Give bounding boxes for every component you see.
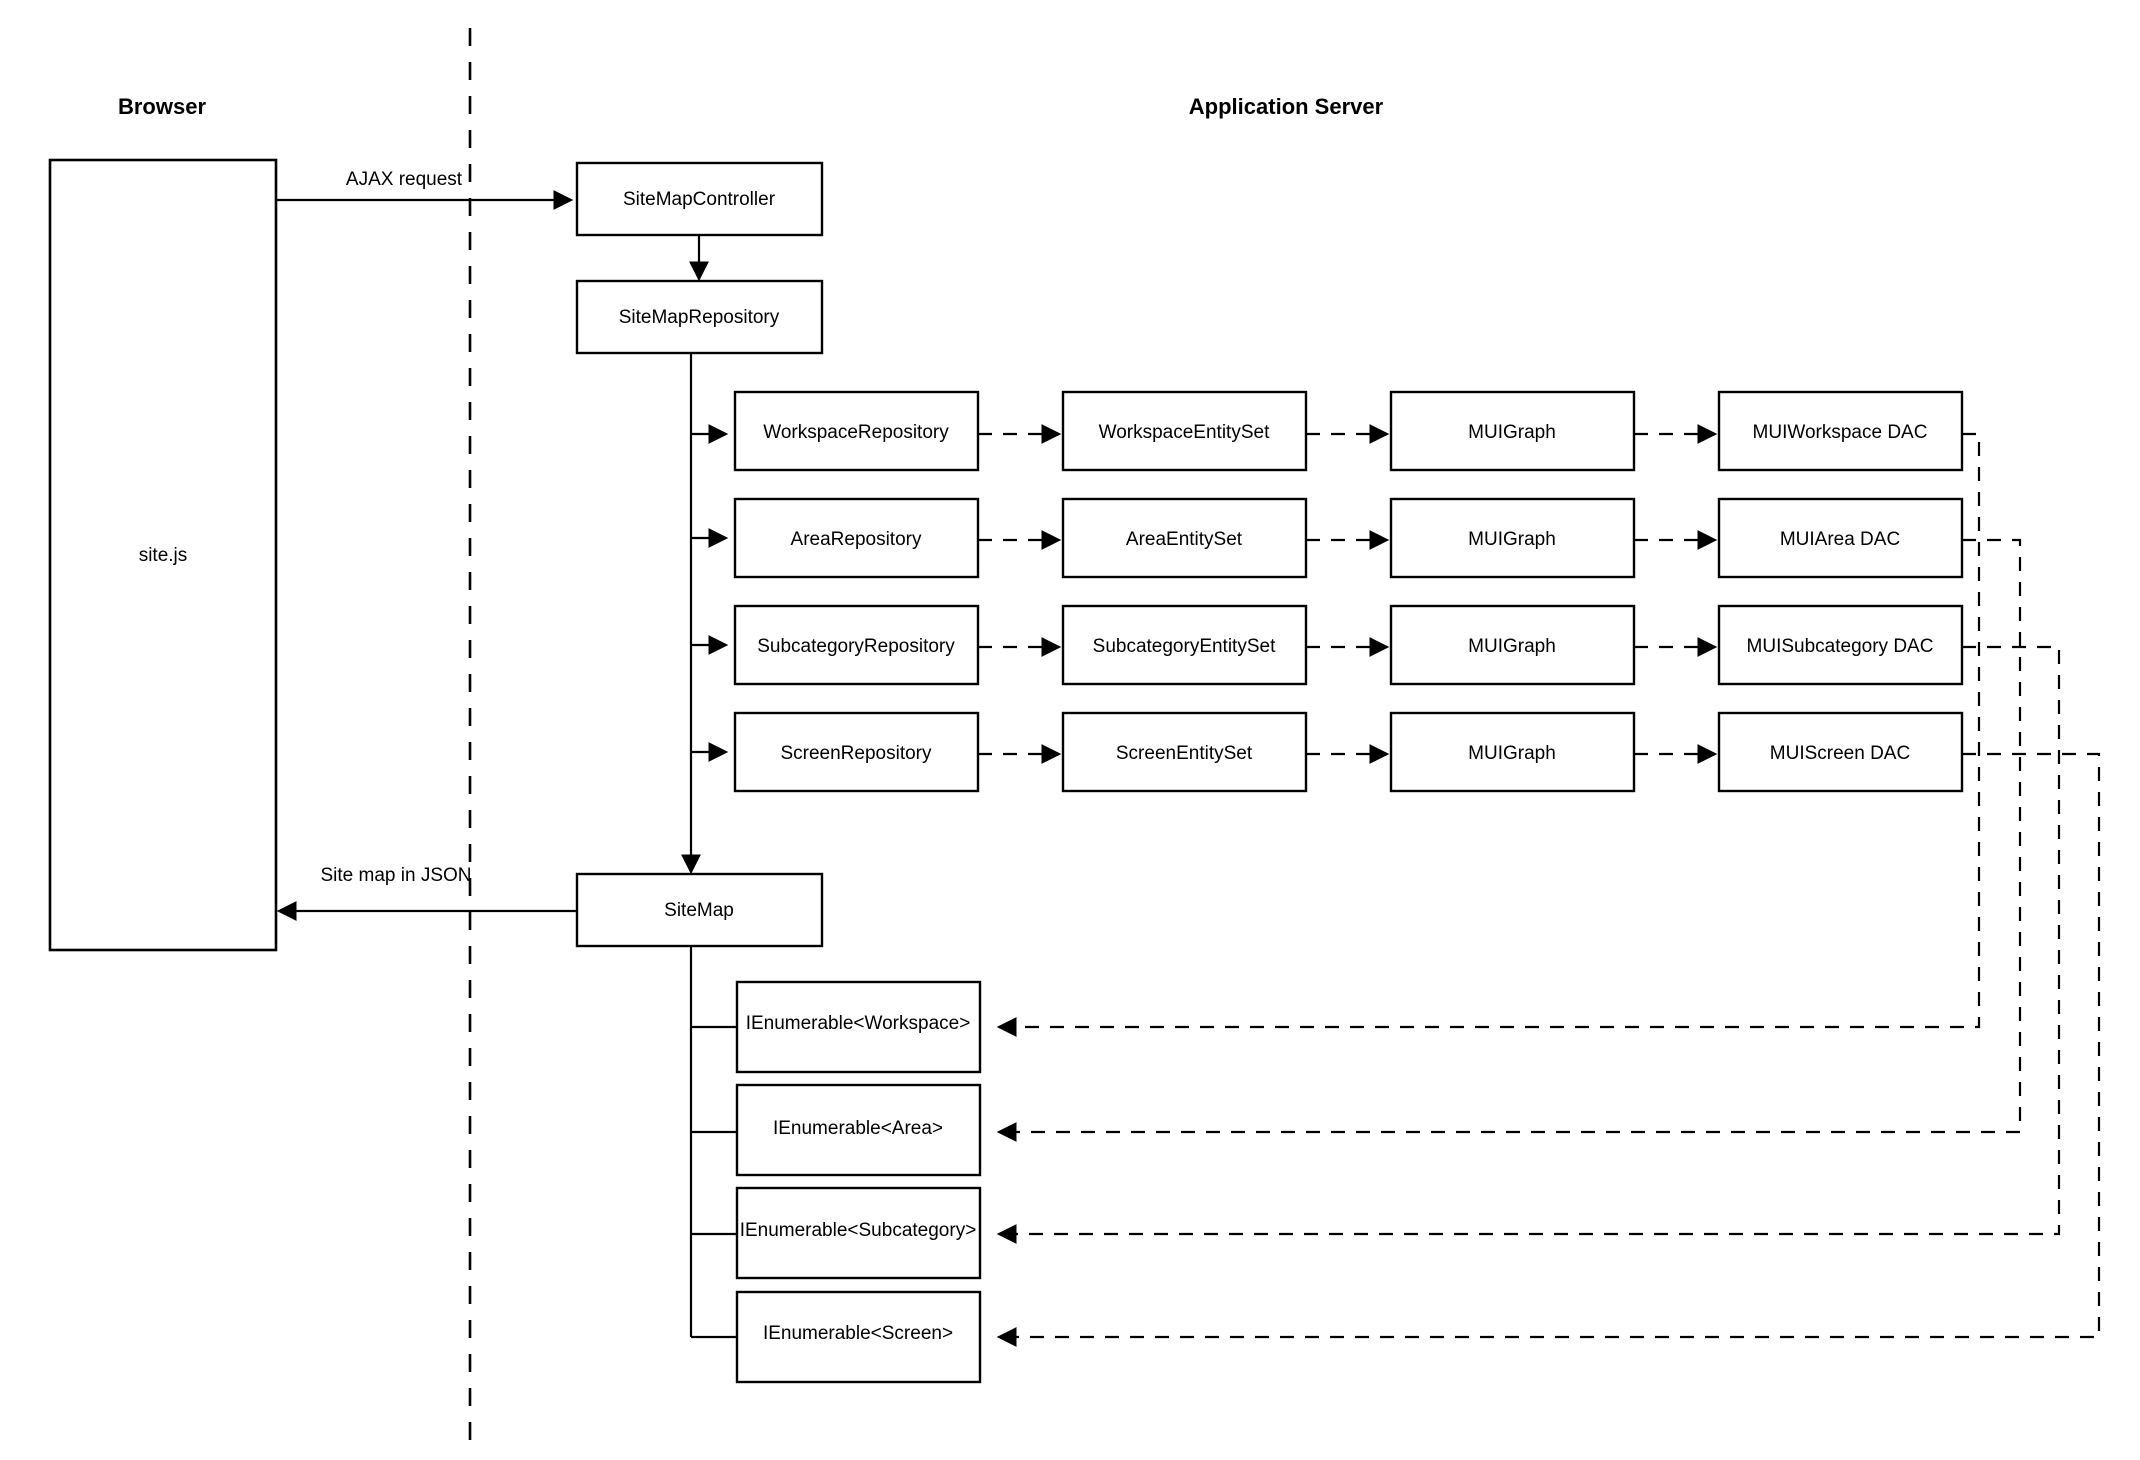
ienumerable-workspace-label: IEnumerable<Workspace> bbox=[746, 1013, 971, 1034]
screen-graph-label: MUIGraph bbox=[1468, 743, 1556, 764]
site-js-box[interactable] bbox=[48, 158, 278, 952]
sitemap-controller-label: SiteMapController bbox=[623, 189, 776, 210]
screen-entityset-label: ScreenEntitySet bbox=[1116, 743, 1253, 764]
subcategory-entityset-box[interactable] bbox=[1061, 604, 1308, 686]
sitemap-label: SiteMap bbox=[664, 900, 734, 921]
subcategory-repository-box[interactable] bbox=[733, 604, 980, 686]
subcategory-repository-label: SubcategoryRepository bbox=[757, 636, 955, 657]
ajax-request-label: AJAX request bbox=[346, 169, 463, 190]
screen-entityset-box[interactable] bbox=[1061, 711, 1308, 793]
ienumerable-screen-label: IEnumerable<Screen> bbox=[763, 1323, 953, 1344]
subcategory-graph-box[interactable] bbox=[1389, 604, 1636, 686]
area-entityset-box[interactable] bbox=[1061, 497, 1308, 579]
screen-dac-label: MUIScreen DAC bbox=[1770, 743, 1910, 764]
sitemap-repository-label: SiteMapRepository bbox=[619, 307, 780, 328]
area-dac-return-path bbox=[996, 538, 2022, 1142]
screen-dac-box[interactable] bbox=[1717, 711, 1964, 793]
area-entityset-label: AreaEntitySet bbox=[1126, 529, 1243, 550]
workspace-entityset-box[interactable] bbox=[1061, 390, 1308, 472]
ienumerable-subcategory-box[interactable] bbox=[735, 1186, 982, 1280]
workspace-entityset-label: WorkspaceEntitySet bbox=[1099, 422, 1270, 443]
sitemap-controller-box[interactable] bbox=[575, 161, 824, 237]
screen-graph-box[interactable] bbox=[1389, 711, 1636, 793]
site-js-label: site.js bbox=[139, 545, 188, 566]
subcategory-dac-box[interactable] bbox=[1717, 604, 1964, 686]
sitemap-json-response-label: Site map in JSON bbox=[321, 865, 472, 886]
ienumerable-area-box[interactable] bbox=[735, 1083, 982, 1177]
area-graph-label: MUIGraph bbox=[1468, 529, 1556, 550]
ienumerable-workspace-box[interactable] bbox=[735, 980, 982, 1074]
sitemap-repository-box[interactable] bbox=[575, 279, 824, 355]
ienumerable-area-label: IEnumerable<Area> bbox=[773, 1118, 943, 1139]
area-graph-box[interactable] bbox=[1389, 497, 1636, 579]
area-repository-label: AreaRepository bbox=[791, 529, 922, 550]
workspace-dac-return-path bbox=[996, 432, 1981, 1037]
subcategory-entityset-label: SubcategoryEntitySet bbox=[1093, 636, 1276, 657]
screen-repository-label: ScreenRepository bbox=[780, 743, 932, 764]
server-zone-title: Application Server bbox=[1189, 94, 1384, 119]
subcategory-graph-label: MUIGraph bbox=[1468, 636, 1556, 657]
workspace-graph-box[interactable] bbox=[1389, 390, 1636, 472]
screen-dac-return-path bbox=[996, 752, 2101, 1347]
workspace-repository-label: WorkspaceRepository bbox=[763, 422, 949, 443]
area-repository-box[interactable] bbox=[733, 497, 980, 579]
browser-zone-title: Browser bbox=[118, 94, 206, 119]
subcategory-dac-return-path bbox=[996, 645, 2061, 1244]
sitemap-box[interactable] bbox=[575, 872, 824, 948]
screen-repository-box[interactable] bbox=[733, 711, 980, 793]
area-dac-label: MUIArea DAC bbox=[1780, 529, 1900, 550]
workspace-dac-box[interactable] bbox=[1717, 390, 1964, 472]
workspace-repository-box[interactable] bbox=[733, 390, 980, 472]
workspace-dac-label: MUIWorkspace DAC bbox=[1753, 422, 1928, 443]
subcategory-dac-label: MUISubcategory DAC bbox=[1747, 636, 1934, 657]
area-dac-box[interactable] bbox=[1717, 497, 1964, 579]
ienumerable-subcategory-label: IEnumerable<Subcategory> bbox=[740, 1220, 977, 1241]
ienumerable-screen-box[interactable] bbox=[735, 1290, 982, 1384]
workspace-graph-label: MUIGraph bbox=[1468, 422, 1556, 443]
